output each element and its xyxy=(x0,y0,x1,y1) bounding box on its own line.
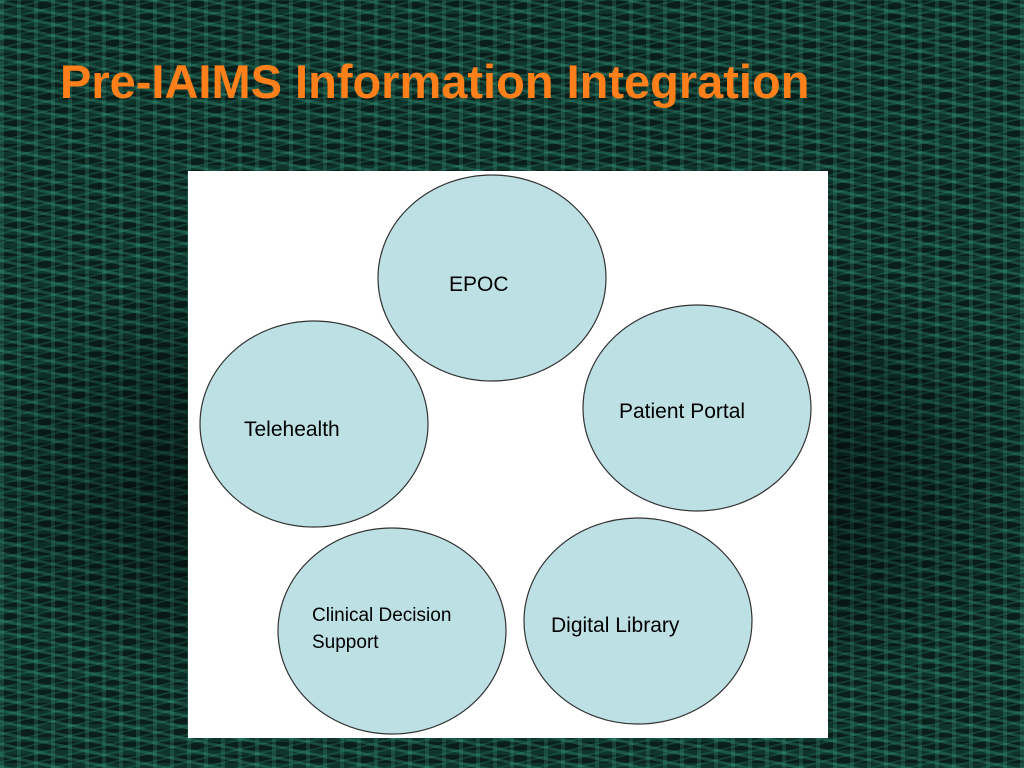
node-epoc-label: EPOC xyxy=(449,273,509,296)
node-clinical-decision-support-label-line2: Support xyxy=(312,632,379,653)
node-patient-portal: Patient Portal xyxy=(582,304,812,512)
node-patient-portal-label: Patient Portal xyxy=(619,400,745,423)
node-clinical-decision-support: Clinical Decision Support xyxy=(277,527,507,735)
node-digital-library: Digital Library xyxy=(523,517,753,725)
node-epoc: EPOC xyxy=(377,174,607,382)
node-clinical-decision-support-label-line1: Clinical Decision xyxy=(312,605,451,626)
node-digital-library-circle xyxy=(523,517,753,725)
node-patient-portal-circle xyxy=(582,304,812,512)
slide-title: Pre-IAIMS Information Integration xyxy=(60,55,810,108)
node-clinical-decision-support-circle xyxy=(277,527,507,735)
diagram-panel: EPOC Patient Portal Telehealth Clinical … xyxy=(188,171,828,738)
diagram-canvas: EPOC Patient Portal Telehealth Clinical … xyxy=(199,174,812,735)
node-telehealth-label: Telehealth xyxy=(244,418,340,441)
node-telehealth: Telehealth xyxy=(199,320,429,528)
node-epoc-circle xyxy=(377,174,607,382)
node-telehealth-circle xyxy=(199,320,429,528)
node-digital-library-label: Digital Library xyxy=(551,614,680,637)
